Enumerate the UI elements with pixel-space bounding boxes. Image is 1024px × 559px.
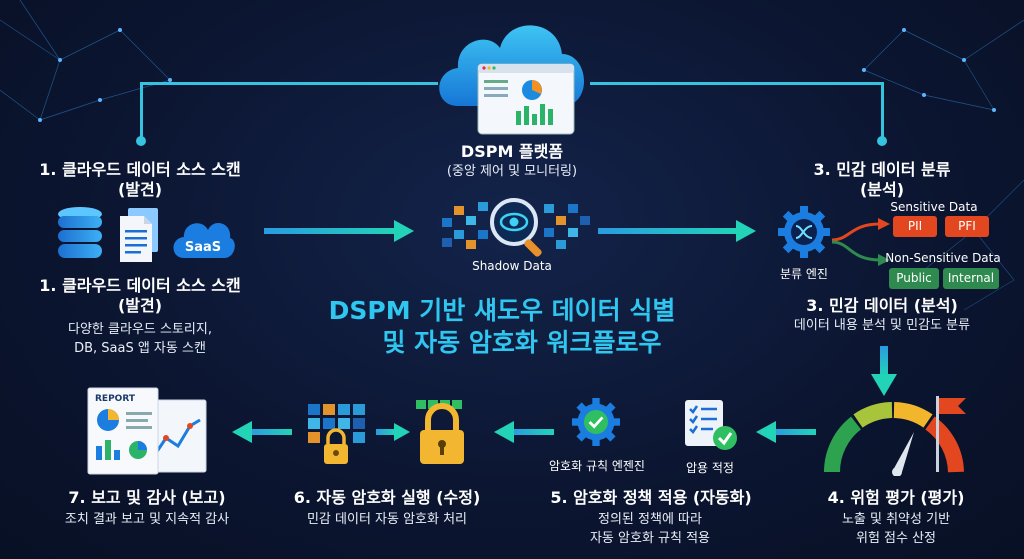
svg-text:REPORT: REPORT (95, 394, 136, 404)
arrow-encrypt-inner (376, 423, 410, 441)
step7-title: 7. 보고 및 감사 (보고) (68, 488, 226, 507)
non-sensitive-data-label: Non-Sensitive Data (885, 251, 1001, 265)
classification-branch-arrows (831, 218, 890, 266)
document-icon (120, 208, 158, 262)
apply-label: 압용 적정 (686, 461, 734, 475)
classification-engine-label: 분류 엔진 (780, 267, 828, 281)
risk-gauge-icon (824, 396, 966, 476)
arrow-step4-to-step5 (756, 421, 816, 443)
tag-pfi: PFI (945, 216, 989, 237)
platform-wire-left (140, 82, 438, 85)
arrow-step1-to-shadow (264, 220, 414, 242)
database-icon (58, 207, 102, 258)
saas-cloud-icon: SaaS (173, 223, 235, 258)
tag-public: Public (889, 268, 939, 289)
tag-pii: PII (893, 216, 937, 237)
encryption-rule-engine-gear-icon (572, 398, 620, 446)
classification-engine-gear-icon (778, 206, 830, 258)
arrow-step3-to-step4 (871, 346, 897, 396)
arrow-shadow-to-step3 (598, 220, 756, 242)
platform-wire-right-vertical (881, 82, 884, 138)
step5-title: 5. 암호화 정책 적용 (자동화) (550, 488, 752, 507)
hero-title-line2: 및 자동 암호화 워크플로우 (382, 328, 662, 357)
step7-description: 조치 결과 보고 및 지속적 감사 (64, 512, 230, 527)
wire-end-dot-left (136, 136, 146, 146)
platform-title: DSPM 플랫폼 (460, 142, 564, 161)
step6-description: 민감 데이터 자동 암호화 처리 (306, 512, 468, 527)
arrow-step6-to-step7 (232, 421, 292, 443)
platform-wire-left-vertical (140, 82, 143, 138)
step3-title: 3. 민감 데이터 분류(분석) (813, 160, 951, 199)
cloud-platform-icon (439, 25, 585, 135)
arrow-step5-to-step6 (494, 421, 554, 443)
checklist-icon (685, 400, 737, 450)
network-decoration-top-left (0, 0, 172, 122)
step3-bottom-title: 3. 민감 데이터 (분석) (806, 296, 958, 315)
report-documents-icon: REPORT (87, 387, 207, 475)
platform-wire-right (590, 82, 884, 85)
step4-title: 4. 위험 평가 (평가) (827, 488, 965, 507)
platform-subtitle: (중앙 제어 및 모니터링) (446, 164, 578, 179)
network-decoration-top-right (862, 19, 1024, 112)
padlock-icon (416, 400, 464, 464)
sensitive-data-label: Sensitive Data (890, 200, 978, 214)
tag-internal: Internal (943, 268, 999, 289)
shadow-data-icon (442, 198, 590, 257)
svg-text:SaaS: SaaS (185, 240, 221, 255)
hero-title-line1: DSPM 기반 섀도우 데이터 식별 (328, 296, 676, 325)
encryption-rule-engine-label: 암호화 규칙 엔젠진 (549, 459, 645, 473)
data-blocks-lock-icon (308, 404, 365, 464)
step1-bottom-title: 1. 클라우드 데이터 소스 스캔(발견) (39, 276, 241, 315)
wire-end-dot-right (877, 136, 887, 146)
step1-title: 1. 클라우드 데이터 소스 스캔(발견) (39, 160, 241, 199)
shadow-data-label: Shadow Data (472, 259, 552, 273)
step1-description: 다양한 클라우드 스토리지,DB, SaaS 앱 자동 스캔 (68, 322, 212, 356)
step3-bottom-description: 데이터 내용 분석 및 민감도 분류 (793, 318, 971, 333)
step6-title: 6. 자동 암호화 실행 (수정) (293, 488, 481, 507)
